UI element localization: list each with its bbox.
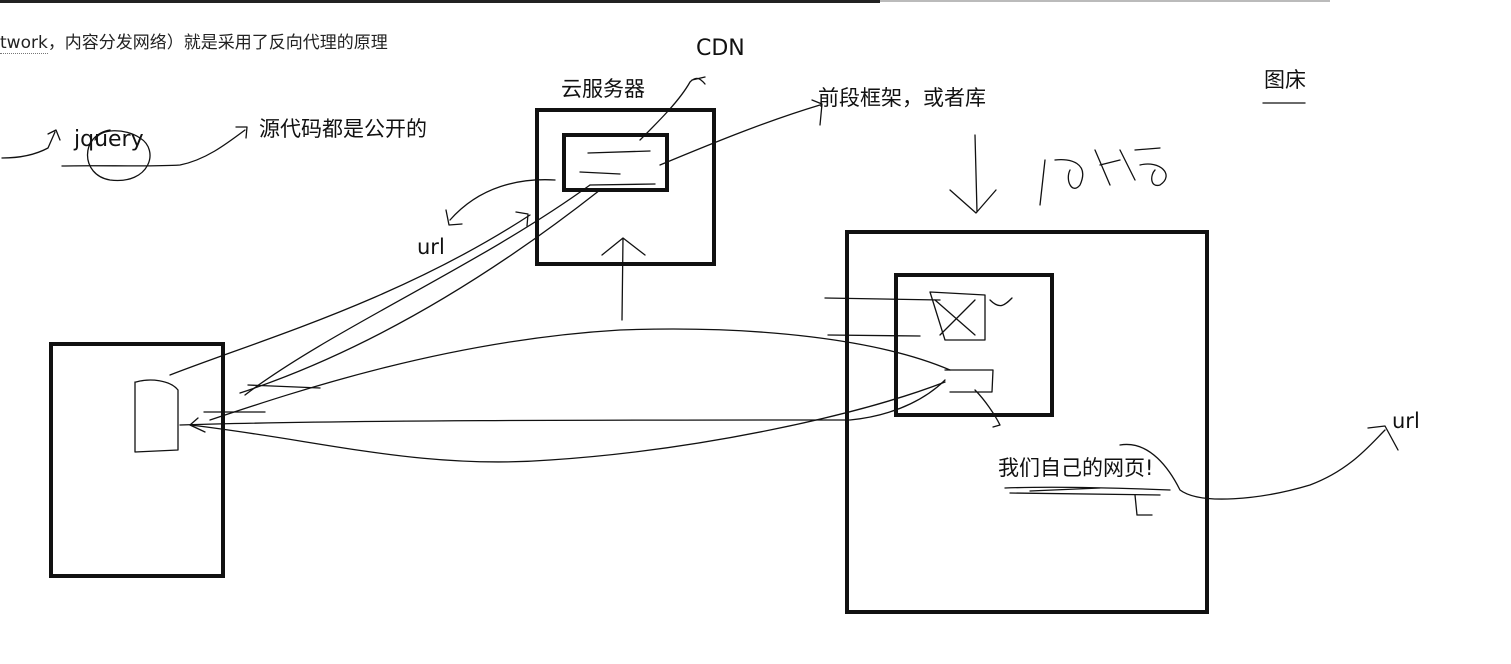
image-host-label: 图床	[1264, 68, 1306, 92]
page-inner-lines	[824, 297, 941, 337]
jquery-underline-arrow	[61, 126, 248, 167]
client-box	[49, 342, 225, 578]
header-prefix: twork	[0, 33, 48, 54]
source-public-label: 源代码都是公开的	[259, 117, 427, 141]
client-cylinder	[134, 379, 179, 453]
cdn-box-scribbles	[579, 150, 656, 186]
up-arrow-to-server	[601, 237, 646, 321]
top-border-light	[880, 0, 1330, 2]
cdn-label: CDN	[696, 36, 745, 61]
top-border-dark	[0, 0, 880, 3]
boxes	[49, 108, 1209, 614]
jquery-circle	[87, 129, 151, 182]
inner-small-box	[944, 369, 1001, 428]
cdn-to-client-stroke-b	[239, 189, 601, 394]
url-right-label: url	[1392, 409, 1420, 433]
article-header-text: twork，内容分发网络）就是采用了反向代理的原理	[0, 28, 388, 54]
our-page-inner-box	[894, 273, 1054, 417]
client-arrowhead	[189, 411, 266, 433]
page-to-client-upper	[209, 328, 951, 421]
hand-strokes	[1, 76, 1399, 516]
cloud-server-label: 云服务器	[561, 77, 645, 101]
our-page-underline	[1004, 486, 1171, 496]
jquery-label: jquery	[74, 127, 144, 152]
client-to-cdn-stroke	[169, 211, 531, 376]
cdn-to-client-stroke-a	[244, 184, 591, 396]
handwriting-scribble	[1039, 147, 1167, 206]
our-page-tick	[1134, 494, 1153, 516]
cloud-server-box	[535, 108, 716, 266]
arrow-into-jquery	[1, 129, 61, 159]
cdn-pointer-arrow	[639, 76, 706, 141]
cdn-inner-box	[562, 133, 669, 192]
url-left-label: url	[417, 235, 445, 259]
header-rest: ，内容分发网络）就是采用了反向代理的原理	[47, 33, 388, 53]
page-to-client-middle	[179, 379, 946, 426]
top-border	[0, 0, 1511, 5]
our-page-label: 我们自己的网页!	[998, 456, 1154, 480]
url-arrow	[445, 179, 556, 226]
inner-crossed-scribble	[929, 291, 1013, 341]
our-page-box	[845, 230, 1209, 614]
framework-label: 前段框架，或者库	[818, 86, 986, 110]
framework-pointer-arrow	[659, 99, 823, 166]
page-to-client-lower	[189, 381, 946, 463]
down-arrow-to-page	[949, 134, 997, 214]
right-url-arrow	[1119, 425, 1399, 500]
